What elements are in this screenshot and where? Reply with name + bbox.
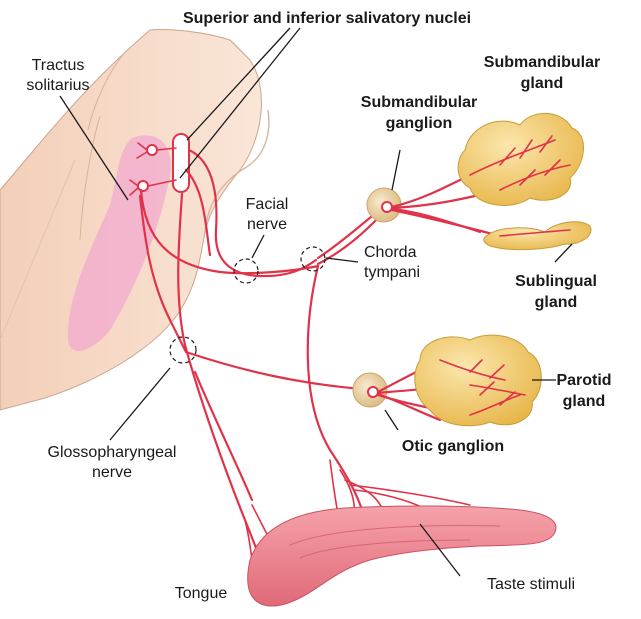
- label-glossopharyngeal-1: Glossopharyngeal: [48, 444, 177, 461]
- label-submandibular-ganglion-1: Submandibular: [361, 94, 477, 111]
- label-tongue: Tongue: [175, 585, 228, 602]
- submandibular-gland: [458, 113, 583, 205]
- label-submandibular-gland-1: Submandibular: [484, 54, 600, 71]
- label-chorda-tympani-2: tympani: [364, 264, 420, 281]
- label-tractus-solitarius-2: solitarius: [26, 77, 89, 94]
- label-parotid-gland-1: Parotid: [556, 372, 611, 389]
- salivatory-nucleus: [173, 134, 189, 192]
- label-submandibular-ganglion-2: ganglion: [386, 115, 453, 132]
- label-otic-ganglion: Otic ganglion: [402, 438, 504, 455]
- glossopharyngeal-marker: [170, 337, 196, 363]
- label-submandibular-gland-2: gland: [521, 75, 564, 92]
- label-parotid-gland-2: gland: [563, 393, 606, 410]
- label-tractus-solitarius-1: Tractus: [32, 57, 85, 74]
- label-facial-nerve-1: Facial: [246, 196, 289, 213]
- label-sublingual-gland-2: gland: [535, 294, 578, 311]
- label-sublingual-gland-1: Sublingual: [515, 273, 597, 290]
- sublingual-gland: [484, 222, 591, 250]
- parotid-gland: [415, 335, 542, 426]
- label-facial-nerve-2: nerve: [247, 216, 287, 233]
- diagram-title: Superior and inferior salivatory nuclei: [183, 10, 471, 27]
- label-chorda-tympani-1: Chorda: [364, 244, 417, 261]
- label-glossopharyngeal-2: nerve: [92, 464, 132, 481]
- label-taste-stimuli: Taste stimuli: [487, 576, 575, 593]
